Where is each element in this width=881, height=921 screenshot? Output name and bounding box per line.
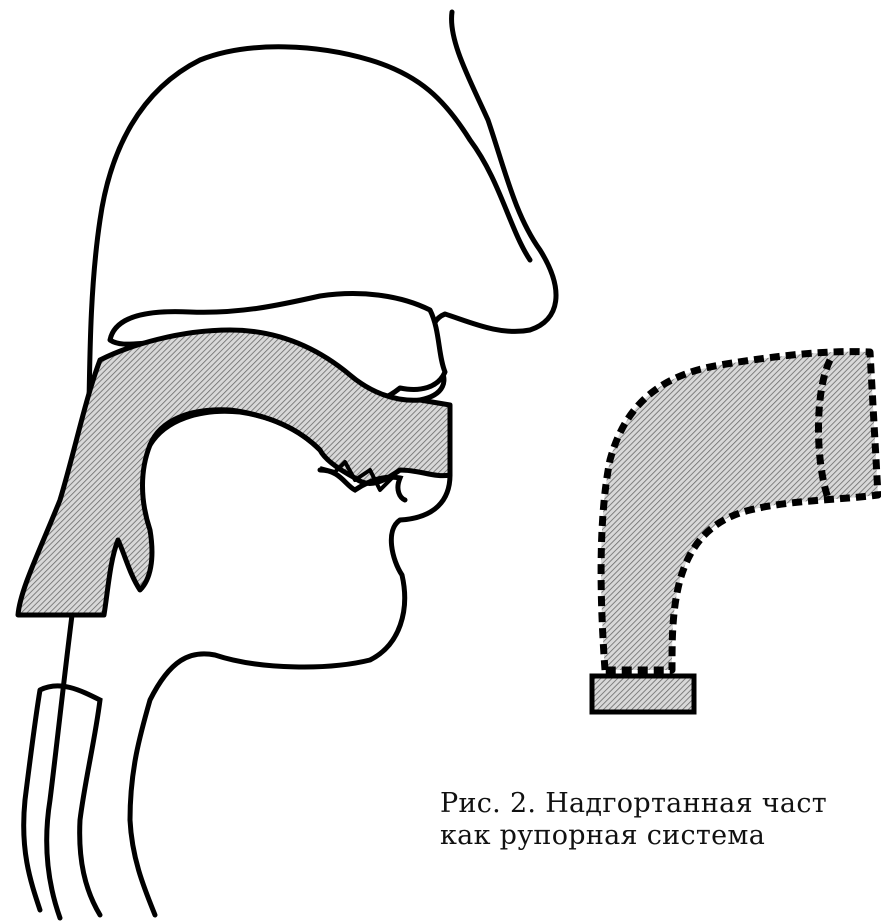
caption-line-1: Рис. 2. Надгортанная част [440,788,881,820]
caption-line-2: как рупорная система [440,820,881,852]
horn-base [592,676,694,712]
horn-system [601,352,878,670]
figure-caption: Рис. 2. Надгортанная част как рупорная с… [440,788,881,852]
